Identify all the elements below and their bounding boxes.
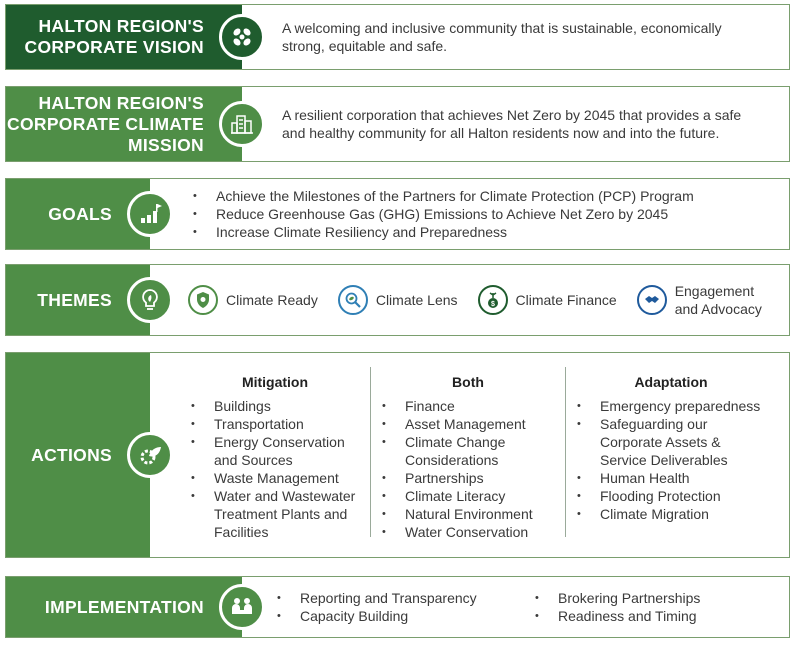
action-item: Emergency preparedness xyxy=(574,397,768,415)
action-item: Climate Literacy xyxy=(379,487,557,505)
action-item: Energy Conservation and Sources xyxy=(188,433,362,469)
action-item: Waste Management xyxy=(188,469,362,487)
actions-column-both: Both Finance Asset Management Climate Ch… xyxy=(371,373,565,541)
svg-text:$: $ xyxy=(491,301,495,308)
money-bag-plant-icon: $ xyxy=(477,285,508,315)
action-item: Climate Change Considerations xyxy=(379,433,557,469)
mission-label-line3: MISSION xyxy=(128,134,204,155)
themes-label-text: THEMES xyxy=(37,289,112,310)
implementation-label: IMPLEMENTATION xyxy=(6,577,265,637)
theme-label: Climate Finance xyxy=(515,292,617,308)
action-item: Water Conservation xyxy=(379,523,557,541)
column-divider xyxy=(565,367,566,537)
magnifier-leaf-icon xyxy=(337,285,368,315)
lightbulb-leaf-icon xyxy=(127,277,173,323)
theme-climate-finance: $ Climate Finance xyxy=(477,285,617,315)
action-item: Natural Environment xyxy=(379,505,557,523)
mission-label-line1: HALTON REGION'S xyxy=(38,92,204,113)
hands-together-icon xyxy=(219,14,265,60)
implementation-row: IMPLEMENTATION Reporting and Transparenc… xyxy=(5,576,790,638)
action-item: Safeguarding our Corporate Assets & Serv… xyxy=(574,415,768,469)
actions-label: ACTIONS xyxy=(6,353,173,557)
goal-item: Achieve the Milestones of the Partners f… xyxy=(190,187,694,205)
themes-row: THEMES Climate Ready Climate Lens $ Clim… xyxy=(5,264,790,336)
theme-climate-lens: Climate Lens xyxy=(337,285,458,315)
theme-label: Climate Ready xyxy=(226,292,318,308)
bar-chart-flag-icon xyxy=(127,191,173,237)
actions-column-adaptation: Adaptation Emergency preparedness Safegu… xyxy=(566,373,776,523)
goal-item: Increase Climate Resiliency and Prepared… xyxy=(190,223,694,241)
column-title: Mitigation xyxy=(241,374,309,390)
action-item: Buildings xyxy=(188,397,362,415)
theme-label-line1: Engagement xyxy=(674,283,755,299)
implementation-list-left: Reporting and Transparency Capacity Buil… xyxy=(274,589,532,625)
handshake-icon xyxy=(636,285,667,315)
implementation-list-right: Brokering Partnerships Readiness and Tim… xyxy=(532,589,700,625)
theme-label: Climate Lens xyxy=(375,292,458,308)
action-item: Flooding Protection xyxy=(574,487,768,505)
goals-row: GOALS Achieve the Milestones of the Part… xyxy=(5,178,790,250)
vision-label-line1: HALTON REGION'S xyxy=(38,16,204,36)
goal-item: Reduce Greenhouse Gas (GHG) Emissions to… xyxy=(190,205,694,223)
action-item: Climate Migration xyxy=(574,505,768,523)
implementation-item: Reporting and Transparency xyxy=(274,589,532,607)
mission-label-line2: CORPORATE CLIMATE xyxy=(7,113,204,134)
theme-label-line2: and Advocacy xyxy=(674,301,762,317)
theme-climate-ready: Climate Ready xyxy=(188,285,318,315)
column-title: Both xyxy=(452,374,484,390)
shield-leaf-icon xyxy=(188,285,218,315)
themes-label: THEMES xyxy=(6,265,173,335)
action-item: Water and Wastewater Treatment Plants an… xyxy=(188,487,362,541)
theme-engagement-advocacy: Engagement and Advocacy xyxy=(636,282,762,318)
column-divider xyxy=(370,367,371,537)
vision-text: A welcoming and inclusive community that… xyxy=(282,20,722,54)
action-item: Finance xyxy=(379,397,557,415)
implementation-label-text: IMPLEMENTATION xyxy=(44,596,204,617)
gear-leaf-icon xyxy=(127,432,173,478)
city-buildings-icon xyxy=(219,101,265,147)
action-item: Transportation xyxy=(188,415,362,433)
goals-label: GOALS xyxy=(6,179,173,249)
vision-label-line2: CORPORATE VISION xyxy=(24,37,204,57)
implementation-item: Capacity Building xyxy=(274,607,532,625)
action-item: Partnerships xyxy=(379,469,557,487)
implementation-item: Readiness and Timing xyxy=(532,607,700,625)
action-item: Human Health xyxy=(574,469,768,487)
actions-row: ACTIONS Mitigation Buildings Transportat… xyxy=(5,352,790,558)
actions-column-mitigation: Mitigation Buildings Transportation Ener… xyxy=(180,373,370,541)
column-title: Adaptation xyxy=(634,374,708,390)
implementation-item: Brokering Partnerships xyxy=(532,589,700,607)
actions-label-text: ACTIONS xyxy=(31,444,112,465)
mission-text: A resilient corporation that achieves Ne… xyxy=(282,107,742,141)
goals-label-text: GOALS xyxy=(48,203,112,224)
goals-list: Achieve the Milestones of the Partners f… xyxy=(190,187,694,241)
action-item: Asset Management xyxy=(379,415,557,433)
people-meeting-icon xyxy=(219,584,265,630)
